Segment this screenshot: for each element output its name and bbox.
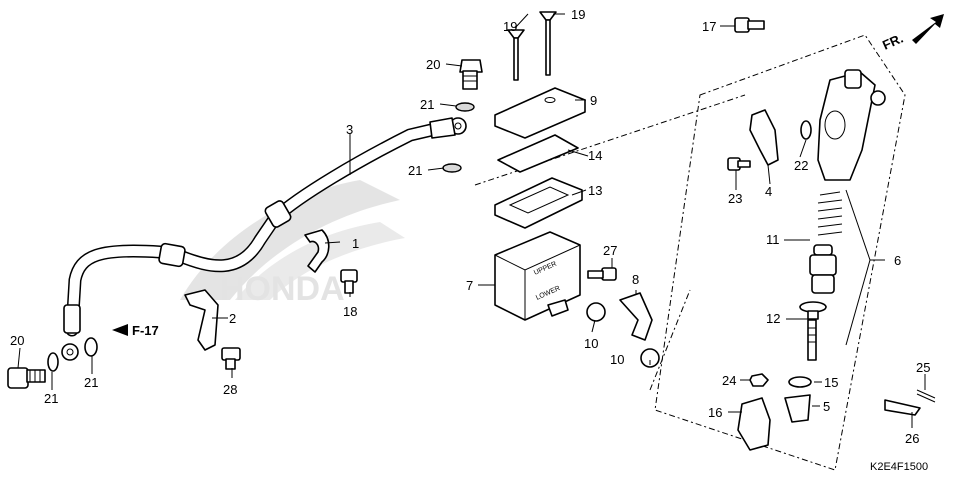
reservoir-joint <box>749 109 779 166</box>
callout-19-a: 19 <box>503 19 517 34</box>
callout-19-b: 19 <box>571 7 585 22</box>
callout-5: 5 <box>823 399 830 414</box>
diaphragm <box>494 177 583 229</box>
reservoir-cap <box>494 87 586 139</box>
diagram-code: K2E4F1500 <box>870 461 928 473</box>
callout-24: 24 <box>722 373 736 388</box>
washer-left-a <box>47 352 59 372</box>
watermark-text: HONDA <box>220 270 345 308</box>
callout-21-a: 21 <box>44 391 58 406</box>
washer-left-b <box>84 337 98 357</box>
callout-11: 11 <box>766 232 780 247</box>
callout-27: 27 <box>603 243 617 258</box>
callout-15: 15 <box>824 375 838 390</box>
piston <box>809 244 837 294</box>
washer-top-a <box>455 102 475 112</box>
callout-12: 12 <box>766 311 780 326</box>
hose-clip-b <box>640 348 660 368</box>
callout-23: 23 <box>728 191 742 206</box>
callout-16: 16 <box>708 405 722 420</box>
callout-7: 7 <box>466 278 473 293</box>
callout-1: 1 <box>352 236 359 251</box>
master-cylinder-body <box>817 69 886 181</box>
callout-21-c: 21 <box>420 97 434 112</box>
direction-label: FR. <box>880 31 905 53</box>
hose-leader <box>649 289 691 391</box>
callout-25: 25 <box>916 360 930 375</box>
callout-21-b: 21 <box>84 375 98 390</box>
reservoir-body: UPPER LOWER <box>494 231 581 321</box>
callout-21-d: 21 <box>408 163 422 178</box>
callout-6: 6 <box>894 253 901 268</box>
bolt-17 <box>734 17 765 33</box>
callout-10-a: 10 <box>584 336 598 351</box>
hose-clip-a <box>586 302 606 322</box>
lock-nut <box>749 373 769 387</box>
return-spring <box>817 191 843 236</box>
callout-9: 9 <box>590 93 597 108</box>
cap-screws <box>507 11 557 81</box>
callout-26: 26 <box>905 431 919 446</box>
callout-20-a: 20 <box>10 333 24 348</box>
bolt-27 <box>587 267 617 281</box>
callout-3: 3 <box>346 122 353 137</box>
reservoir-hose <box>619 292 653 341</box>
callout-4: 4 <box>765 184 772 199</box>
callout-22: 22 <box>794 158 808 173</box>
hose-bracket <box>184 289 219 351</box>
callout-17: 17 <box>702 19 716 34</box>
washer-15 <box>788 376 812 388</box>
brake-hose <box>61 117 467 361</box>
callout-28: 28 <box>223 382 237 397</box>
bolt-18 <box>340 269 358 294</box>
callout-18: 18 <box>343 304 357 319</box>
bolt-28 <box>221 347 241 370</box>
diaphragm-plate <box>497 134 579 173</box>
assembly-outline <box>654 34 906 471</box>
leader-lines <box>17 13 926 428</box>
o-ring <box>800 120 812 140</box>
front-direction-arrow: FR. <box>880 14 944 53</box>
joint-pin <box>884 399 921 416</box>
banjo-bolt-top <box>459 59 483 90</box>
callout-13: 13 <box>588 183 602 198</box>
reference-arrow: F-17 <box>112 323 159 338</box>
push-rod-joint <box>737 397 771 451</box>
callout-8: 8 <box>632 272 639 287</box>
callout-14: 14 <box>588 148 602 163</box>
push-rod <box>799 301 827 361</box>
reference-label: F-17 <box>132 323 159 338</box>
callouts: 1 2 3 4 5 6 7 8 9 10 10 11 12 13 14 15 1… <box>10 7 930 446</box>
washer-top-b <box>442 163 462 173</box>
cotter-pin <box>916 389 936 403</box>
hose-clamp <box>304 229 330 273</box>
callout-10-b: 10 <box>610 352 624 367</box>
banjo-bolt-left <box>7 367 46 389</box>
screw-23 <box>727 157 751 171</box>
callout-20-b: 20 <box>426 57 440 72</box>
callout-2: 2 <box>229 311 236 326</box>
boot <box>784 394 811 423</box>
